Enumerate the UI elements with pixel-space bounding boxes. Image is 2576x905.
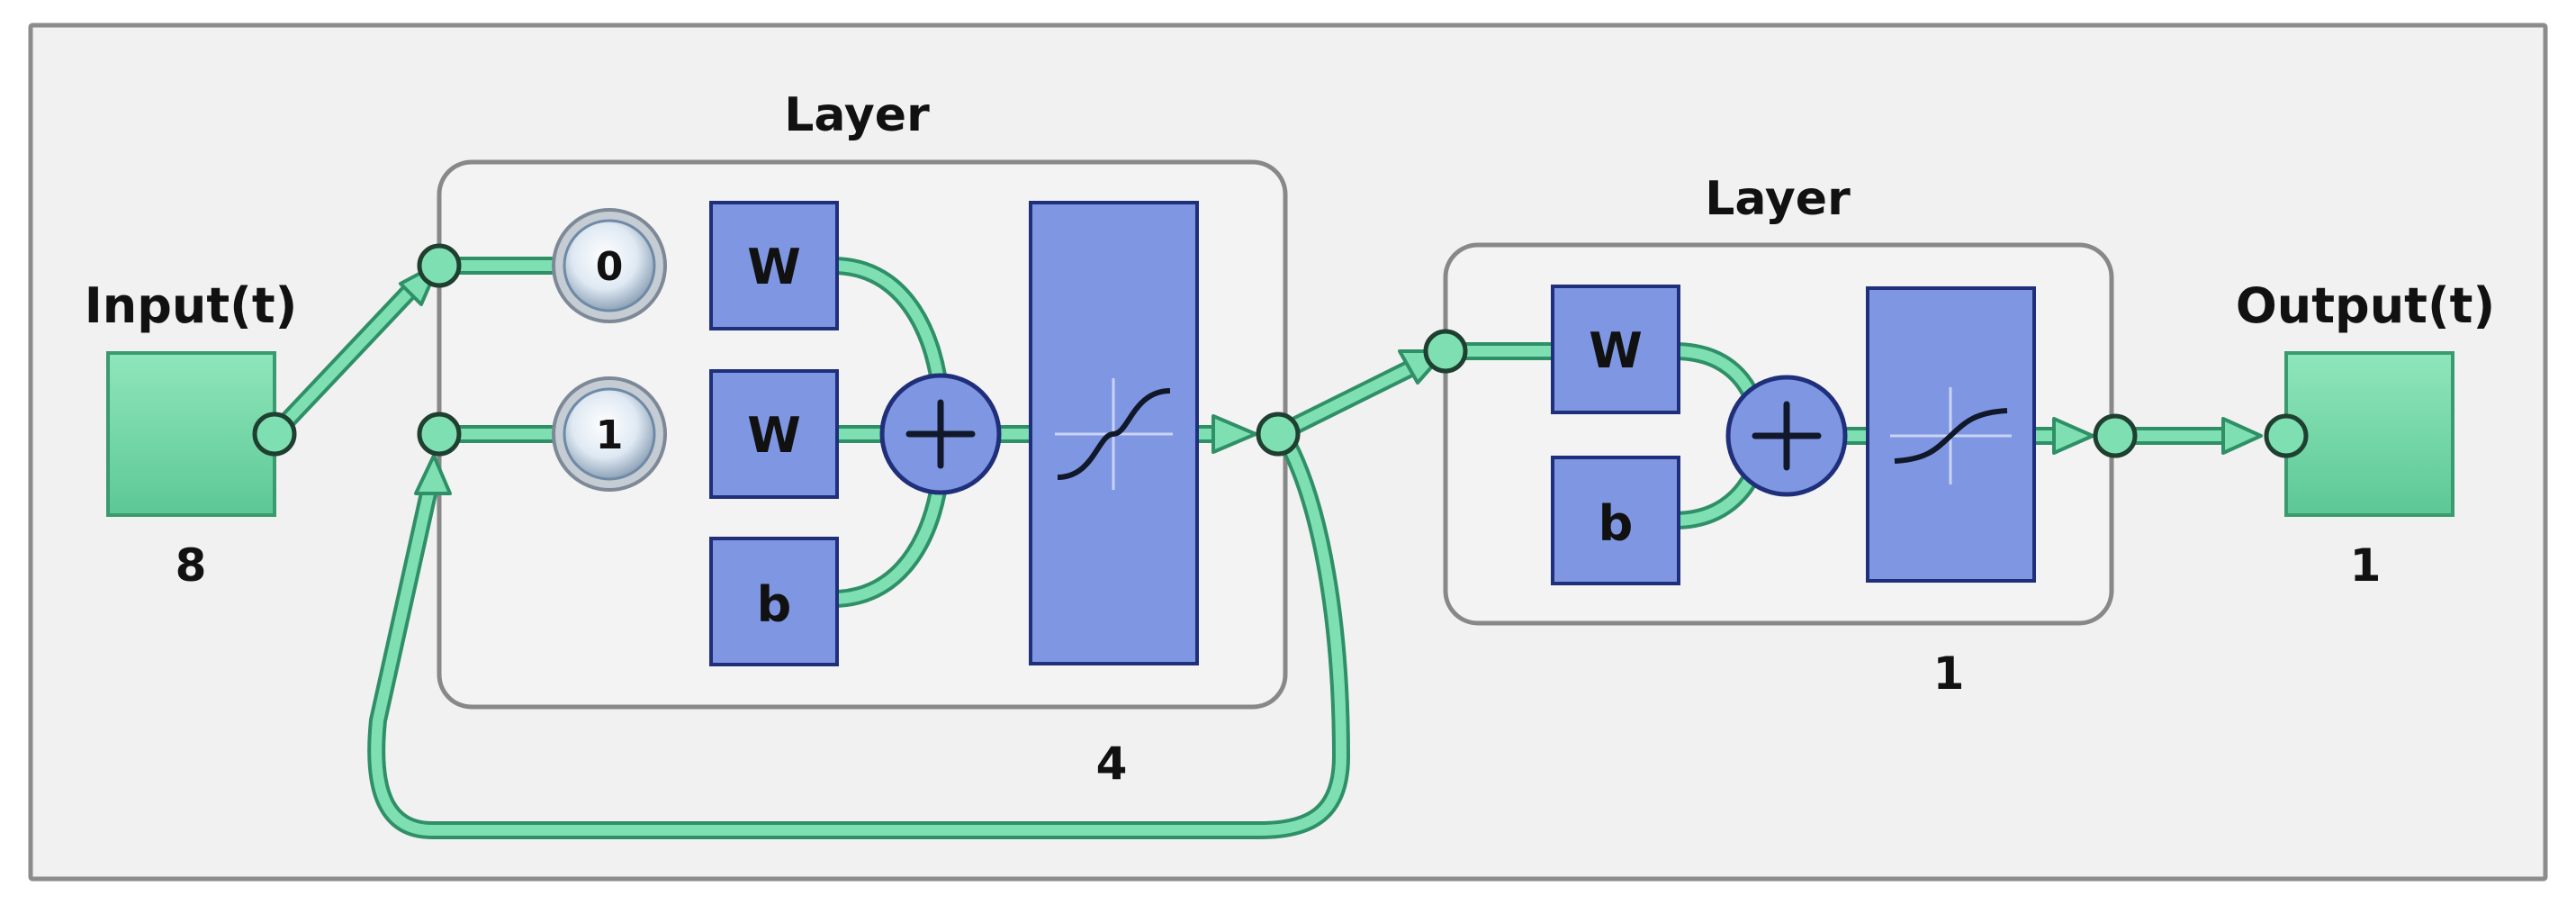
layer2-plus-icon [1752,401,1822,471]
layer1-bias-label: b [757,576,792,633]
layer1-weight-top-label: W [747,239,801,295]
junctions [252,243,2309,458]
output-label: Output(t) [2236,277,2495,334]
junction-output-in [2264,413,2309,458]
arrow-layer2-out [2052,417,2094,455]
purelin-icon [1890,387,2012,484]
output-box [2284,351,2454,517]
layer1-weight-top-block [709,201,839,330]
layer2-title: Layer [1705,172,1851,226]
layer1-size: 4 [1096,738,1128,790]
junction-layer2-out [2093,413,2138,458]
layer1-plus-icon [905,399,976,469]
arrow-layer1-out [1211,414,1257,454]
arrow-feedback [414,454,452,495]
wires [266,257,2241,839]
tansig-icon [1055,378,1173,490]
delay-0-icon: 0 [552,208,667,323]
delay-1-icon: 1 [552,376,667,492]
layer1-title: Layer [784,88,930,142]
layer1-weight-bottom-block [709,369,839,499]
delay-0-label: 0 [596,244,624,290]
layer2-weight-label: W [1589,322,1643,379]
junction-input-out [252,412,297,457]
layer2-bias-label: b [1599,495,1634,552]
input-label: Input(t) [85,277,298,334]
junction-layer1-in-top [417,243,462,288]
junction-layer2-in [1423,329,1468,374]
junction-layer1-out [1256,412,1301,457]
input-size: 8 [176,539,207,592]
output-size: 1 [2350,539,2382,592]
arrow-to-output [2221,417,2263,455]
layer2-bias-block [1551,456,1680,585]
input-box [106,351,276,517]
layer1-bias-block [709,537,839,666]
delay-1-label: 1 [596,412,624,458]
layer2-weight-block [1551,285,1680,414]
layer1-weight-bottom-label: W [747,407,801,464]
junction-layer1-in-bottom [417,412,462,457]
layer2-size: 1 [1933,647,1965,700]
